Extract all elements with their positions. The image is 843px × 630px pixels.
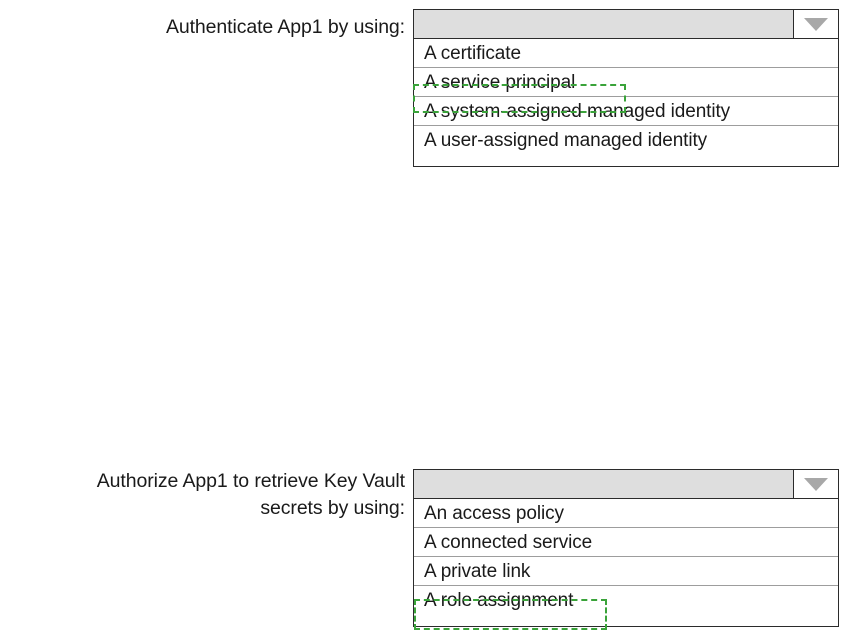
prompt-label-authenticate: Authenticate App1 by using: xyxy=(165,16,405,38)
dropdown-toggle-button-authorize[interactable] xyxy=(794,470,838,498)
prompt-label-authorize: Authorize App1 to retrieve Key Vault sec… xyxy=(96,470,405,519)
dropdown-option[interactable]: An access policy xyxy=(414,499,838,528)
dropdown-authorize[interactable]: An access policy A connected service A p… xyxy=(413,469,839,627)
dropdown-option[interactable]: A service principal xyxy=(414,68,838,97)
chevron-down-icon xyxy=(804,477,828,491)
dropdown-toggle-button-authenticate[interactable] xyxy=(794,10,838,38)
dropdown-option[interactable]: A certificate xyxy=(414,39,838,68)
dropdown-option[interactable]: A system-assigned managed identity xyxy=(414,97,838,126)
dropdown-header-authorize[interactable] xyxy=(413,469,839,499)
dropdown-option[interactable]: A user-assigned managed identity xyxy=(424,130,708,151)
dropdown-authenticate[interactable]: A certificate A service principal A syst… xyxy=(413,9,839,167)
dropdown-selected-value-authorize[interactable] xyxy=(414,470,794,498)
dropdown-options-list-authorize[interactable]: An access policy A connected service A p… xyxy=(413,499,839,627)
dropdown-selected-value-authenticate[interactable] xyxy=(414,10,794,38)
dropdown-options-list-authenticate[interactable]: A certificate A service principal A syst… xyxy=(413,39,839,167)
chevron-down-icon xyxy=(804,17,828,31)
dropdown-option[interactable]: A role assignment xyxy=(424,590,574,611)
question-block-authorize: Authorize App1 to retrieve Key Vault sec… xyxy=(0,228,843,630)
dropdown-option[interactable]: A private link xyxy=(414,557,838,586)
dropdown-option[interactable]: A connected service xyxy=(414,528,838,557)
question-block-authenticate: Authenticate App1 by using: A certificat… xyxy=(0,0,843,200)
dropdown-header-authenticate[interactable] xyxy=(413,9,839,39)
